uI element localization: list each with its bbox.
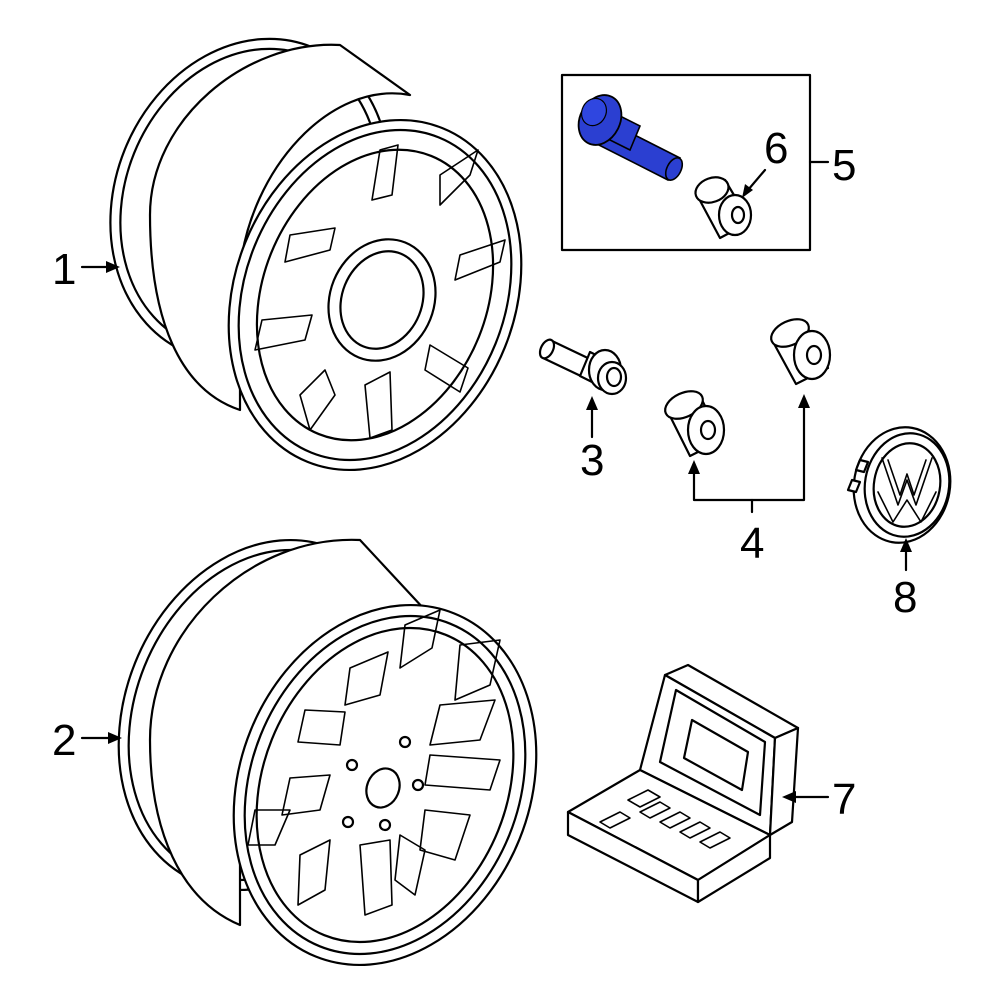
valve-stem-highlighted[interactable] xyxy=(570,88,685,183)
center-cap-8[interactable] xyxy=(845,420,960,551)
callout-2[interactable]: 2 xyxy=(52,716,122,765)
callout-7-label: 7 xyxy=(832,775,856,824)
callout-6-label: 6 xyxy=(764,124,788,173)
wheel-2[interactable] xyxy=(68,496,589,1000)
callout-4-label: 4 xyxy=(740,519,764,568)
callout-5-label: 5 xyxy=(832,141,856,190)
valve-stem-3[interactable] xyxy=(537,337,628,396)
wheel-1[interactable] xyxy=(63,0,572,514)
callout-3-label: 3 xyxy=(580,436,604,485)
callout-1-label: 1 xyxy=(52,245,76,294)
callout-2-label: 2 xyxy=(52,716,76,765)
tool-case-7[interactable] xyxy=(566,663,800,904)
callout-4[interactable]: 4 xyxy=(688,394,810,568)
callout-7[interactable]: 7 xyxy=(782,775,856,824)
callout-8[interactable]: 8 xyxy=(893,538,917,622)
callout-6[interactable]: 6 xyxy=(742,124,788,198)
callout-5[interactable]: 5 xyxy=(808,141,856,190)
cap-4b[interactable] xyxy=(767,314,832,386)
cap-4a[interactable] xyxy=(661,386,726,458)
callout-3[interactable]: 3 xyxy=(580,396,604,485)
callout-1[interactable]: 1 xyxy=(52,245,120,294)
callout-8-label: 8 xyxy=(893,573,917,622)
valve-cap[interactable] xyxy=(692,173,753,240)
